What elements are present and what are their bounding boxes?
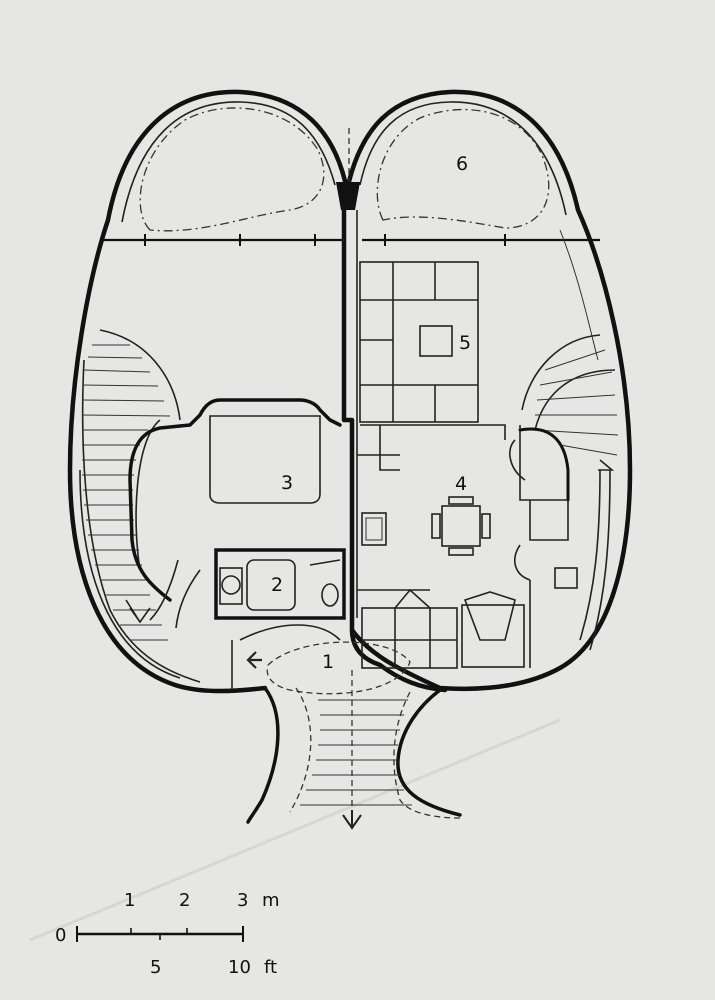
room-label-2: 2 xyxy=(271,574,283,596)
page-shadow xyxy=(29,718,561,942)
room-2-bath xyxy=(175,548,346,629)
attic-outline-right xyxy=(376,108,550,229)
entrance-stairs xyxy=(231,624,462,830)
room-label-6: 6 xyxy=(456,153,468,175)
dining-table xyxy=(441,505,481,547)
central-wall xyxy=(341,205,448,693)
center-wedge xyxy=(336,182,360,210)
scale-metric-2: 2 xyxy=(179,890,190,911)
room-label-1: 1 xyxy=(322,651,334,673)
scale-metric-unit: m xyxy=(262,890,280,911)
scale-zero: 0 xyxy=(55,925,66,946)
scale-imperial-10: 10 xyxy=(228,957,251,978)
upper-partition xyxy=(100,234,600,246)
room-label-3: 3 xyxy=(281,472,293,494)
room-5-grid xyxy=(359,261,479,423)
scale-metric-1: 1 xyxy=(124,890,135,911)
scale-imperial-unit: ft xyxy=(264,957,277,978)
room-4-kitchen xyxy=(357,424,531,669)
room-label-4: 4 xyxy=(455,473,467,495)
room-3-walls xyxy=(128,398,342,621)
room-label-5: 5 xyxy=(459,332,471,354)
attic-outline-left xyxy=(139,107,325,232)
outer-shell xyxy=(67,89,633,694)
scale-metric-3: 3 xyxy=(237,890,248,911)
scale-imperial-5: 5 xyxy=(150,957,161,978)
left-staircase xyxy=(81,329,201,683)
scale-bar: 0 1 2 3 m 5 10 ft xyxy=(55,890,280,978)
right-staircase xyxy=(509,229,619,651)
